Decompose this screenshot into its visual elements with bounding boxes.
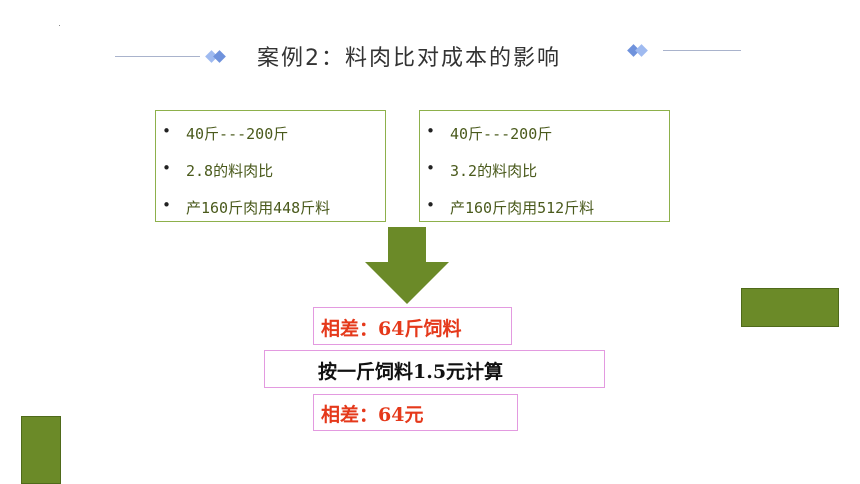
corner-dot bbox=[59, 25, 60, 26]
left-comparison-box: 40斤---200斤 2.8的料肉比 产160斤肉用448斤料 bbox=[155, 110, 386, 222]
list-item: 40斤---200斤 bbox=[420, 122, 669, 160]
decorative-green-bar bbox=[21, 416, 61, 484]
down-arrow-icon bbox=[388, 227, 426, 263]
list-item: 3.2的料肉比 bbox=[420, 159, 669, 197]
calculation-note: 按一斤饲料1.5元计算 bbox=[264, 350, 605, 388]
title-band: 案例2：料肉比对成本的影响 bbox=[0, 38, 860, 74]
list-item: 40斤---200斤 bbox=[156, 122, 385, 160]
result-cost-difference: 相差：64元 bbox=[313, 394, 518, 431]
title-rule-right bbox=[663, 50, 741, 51]
result-feed-difference: 相差：64斤饲料 bbox=[313, 307, 512, 345]
slide-title: 案例2：料肉比对成本的影响 bbox=[257, 46, 561, 71]
down-arrow-head bbox=[365, 262, 449, 304]
list-item: 产160斤肉用512斤料 bbox=[420, 196, 669, 234]
diamond-icon bbox=[213, 50, 226, 63]
list-item: 2.8的料肉比 bbox=[156, 159, 385, 197]
decorative-green-block bbox=[741, 288, 839, 327]
title-rule-left bbox=[115, 56, 200, 57]
list-item: 产160斤肉用448斤料 bbox=[156, 196, 385, 234]
right-comparison-box: 40斤---200斤 3.2的料肉比 产160斤肉用512斤料 bbox=[419, 110, 670, 222]
diamond-icon bbox=[635, 44, 648, 57]
